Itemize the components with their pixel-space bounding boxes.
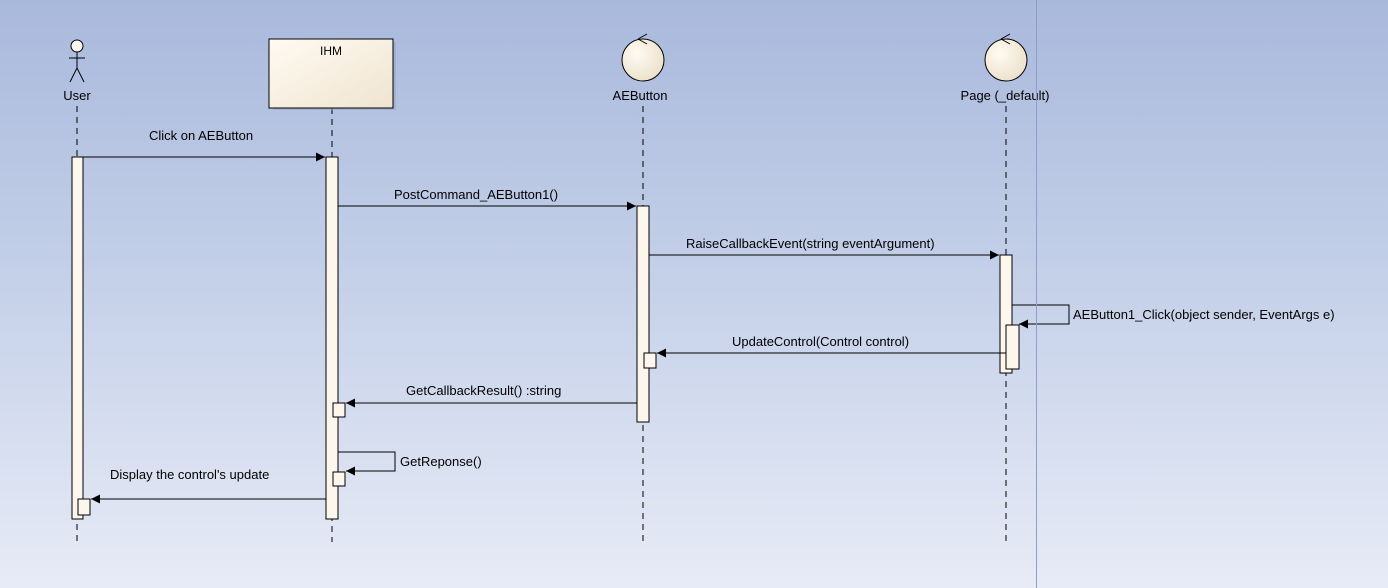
page-control-icon [984, 33, 1028, 82]
message-label: UpdateControl(Control control) [732, 334, 909, 349]
message-label: GetCallbackResult() :string [406, 383, 561, 398]
aebutton-activation-bar [636, 205, 650, 423]
page-activation-bar-nested [1005, 324, 1020, 370]
user-activation-bar [71, 156, 84, 520]
ihm-activation-bar-nested [332, 402, 346, 418]
message-label: AEButton1_Click(object sender, EventArgs… [1073, 307, 1335, 322]
aebutton-activation-bar-nested [643, 352, 657, 369]
ihm-activation-bar-nested [332, 471, 346, 487]
user-label: User [63, 88, 91, 103]
aebutton-label: AEButton [613, 88, 668, 103]
message-label: PostCommand_AEButton1() [394, 187, 558, 202]
user-activation-bar-nested [77, 498, 91, 516]
aebutton-control-icon [621, 33, 665, 82]
self-message-arrow [1012, 304, 1070, 329]
ihm-label: IHM [320, 44, 342, 58]
ihm-object-box [268, 38, 394, 109]
ihm-activation-bar [325, 156, 339, 520]
page-boundary-line [1036, 0, 1037, 588]
message-label: RaiseCallbackEvent(string eventArgument) [686, 236, 935, 251]
message-label: Display the control's update [110, 467, 269, 482]
user-actor-icon [69, 39, 85, 83]
message-label: Click on AEButton [149, 128, 253, 143]
page-label: Page (_default) [961, 88, 1050, 103]
self-message-arrow [338, 451, 396, 476]
message-label: GetReponse() [400, 454, 482, 469]
